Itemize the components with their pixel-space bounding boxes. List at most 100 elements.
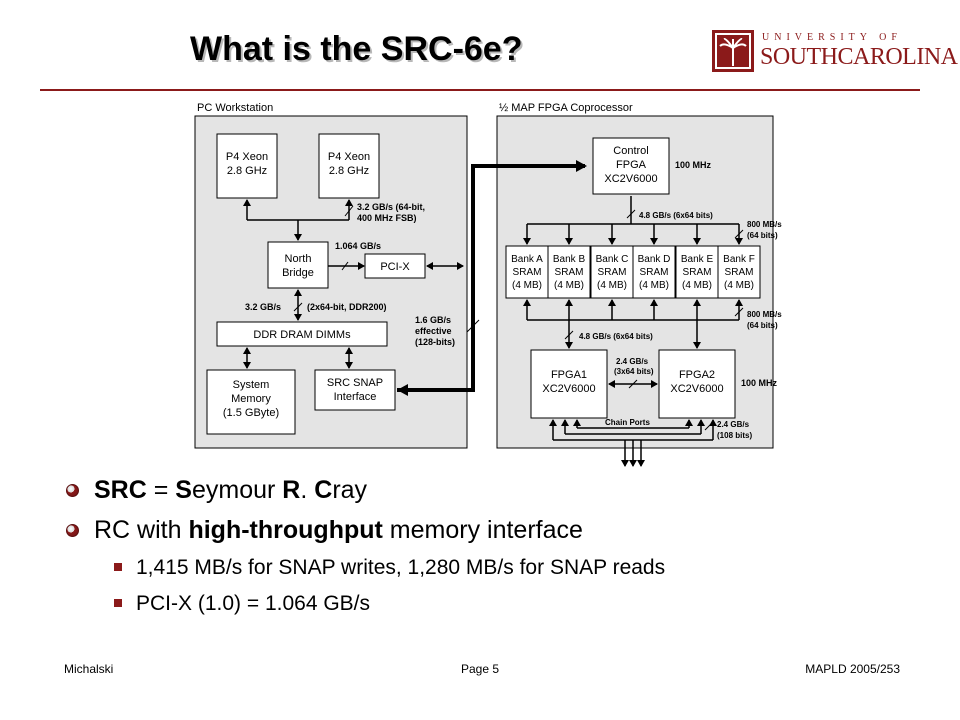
svg-text:Bank B: Bank B bbox=[553, 254, 586, 265]
bullet-rc-memory-text: RC with high-throughput memory interface bbox=[94, 516, 583, 544]
sub-bullet-pcix-text: PCI-X (1.0) = 1.064 GB/s bbox=[136, 592, 371, 615]
north-bridge-box bbox=[267, 241, 329, 289]
svg-text:Bank A: Bank A bbox=[511, 254, 543, 265]
system-memory-box bbox=[206, 369, 296, 435]
slide-title: What is the SRC-6e? bbox=[190, 30, 523, 68]
bank-f: Bank F SRAM (4 MB) bbox=[717, 245, 761, 299]
pcix-rate-label: 1.064 GB/s bbox=[335, 241, 381, 251]
svg-text:SRAM: SRAM bbox=[640, 267, 669, 278]
svg-text:(4 MB): (4 MB) bbox=[639, 280, 669, 291]
bank-rate-top-line2: (64 bits) bbox=[747, 231, 778, 240]
control-fpga-box bbox=[592, 137, 670, 195]
svg-text:(4 MB): (4 MB) bbox=[512, 280, 542, 291]
svg-text:(4 MB): (4 MB) bbox=[724, 280, 754, 291]
cpu1-line1: P4 Xeon bbox=[226, 151, 268, 163]
svg-text:SRAM: SRAM bbox=[513, 267, 542, 278]
chain-rate-line1: 2.4 GB/s bbox=[717, 420, 750, 429]
university-logo: UNIVERSITY OF SOUTHCAROLINA bbox=[712, 30, 958, 72]
system-memory-line3: (1.5 GByte) bbox=[223, 407, 279, 419]
chain-rate-line2: (108 bits) bbox=[717, 431, 752, 440]
cpu1-box bbox=[216, 133, 278, 199]
system-memory-line1: System bbox=[233, 379, 270, 391]
cpu2-line2: 2.8 GHz bbox=[329, 165, 369, 177]
cpu2-box bbox=[318, 133, 380, 199]
bullet-src-cray: SRC = Seymour R. Cray bbox=[62, 470, 922, 510]
footer-reference: MAPLD 2005/253 bbox=[805, 662, 900, 676]
bank-rate-bottom-line2: (64 bits) bbox=[747, 321, 778, 330]
top-bus-label: 4.8 GB/s (6x64 bits) bbox=[639, 211, 713, 220]
fpga2-line1: FPGA2 bbox=[679, 369, 715, 381]
pcix-box bbox=[364, 253, 426, 279]
chain-ports-label: Chain Ports bbox=[605, 418, 650, 427]
map-coprocessor-label: ½ MAP FPGA Coprocessor bbox=[499, 102, 633, 114]
svg-text:Bank F: Bank F bbox=[723, 254, 755, 265]
bullet-dot-icon bbox=[66, 484, 79, 497]
fpga-link-line1: 2.4 GB/s bbox=[616, 357, 649, 366]
bullet-rc-memory: RC with high-throughput memory interface bbox=[62, 510, 922, 550]
snap-rate-line1: 1.6 GB/s bbox=[415, 315, 451, 325]
svg-text:SRAM: SRAM bbox=[555, 267, 584, 278]
snap-interface-box bbox=[314, 369, 396, 411]
title-rule bbox=[40, 89, 920, 91]
bottom-bus-taps bbox=[523, 299, 743, 320]
svg-text:(4 MB): (4 MB) bbox=[597, 280, 627, 291]
svg-text:SRAM: SRAM bbox=[725, 267, 754, 278]
bank-b: Bank B SRAM (4 MB) bbox=[547, 245, 591, 299]
ddr-dimms-box bbox=[216, 321, 388, 347]
fpga1-line1: FPGA1 bbox=[551, 369, 587, 381]
bank-a: Bank A SRAM (4 MB) bbox=[505, 245, 549, 299]
footer-author: Michalski bbox=[64, 662, 114, 676]
footer-page: Page 5 bbox=[460, 662, 500, 676]
control-fpga-line1: Control bbox=[613, 145, 648, 157]
svg-text:SRAM: SRAM bbox=[598, 267, 627, 278]
system-memory-line2: Memory bbox=[231, 393, 271, 405]
square-bullet-icon bbox=[114, 599, 122, 607]
sub-bullet-snap-rates-text: 1,415 MB/s for SNAP writes, 1,280 MB/s f… bbox=[136, 556, 666, 579]
sub-bullet-pcix: PCI-X (1.0) = 1.064 GB/s bbox=[62, 586, 922, 622]
bottom-bus-label: 4.8 GB/s (6x64 bits) bbox=[579, 332, 653, 341]
svg-text:(4 MB): (4 MB) bbox=[682, 280, 712, 291]
fpga2-box bbox=[658, 349, 736, 419]
bullet-src-cray-text: SRC = Seymour R. Cray bbox=[94, 476, 368, 504]
palmetto-icon bbox=[712, 30, 754, 72]
ddr-rate-label: 3.2 GB/s bbox=[245, 302, 281, 312]
control-fpga-line3: XC2V6000 bbox=[604, 173, 657, 185]
bullet-dot-icon bbox=[66, 524, 79, 537]
cpu1-line2: 2.8 GHz bbox=[227, 165, 267, 177]
bank-rate-top-line1: 800 MB/s bbox=[747, 220, 782, 229]
snap-rate-line2: effective bbox=[415, 326, 452, 336]
chain-port-lines bbox=[549, 419, 717, 467]
control-clock-label: 100 MHz bbox=[675, 160, 712, 170]
fpga-clock-label: 100 MHz bbox=[741, 378, 778, 388]
svg-text:Bank D: Bank D bbox=[638, 254, 671, 265]
bank-e: Bank E SRAM (4 MB) bbox=[675, 245, 719, 299]
bank-c: Bank C SRAM (4 MB) bbox=[590, 245, 634, 299]
control-fpga-line2: FPGA bbox=[616, 159, 647, 171]
pcix-label: PCI-X bbox=[380, 261, 410, 273]
fsb-label-line2: 400 MHz FSB) bbox=[357, 213, 417, 223]
svg-text:SRAM: SRAM bbox=[683, 267, 712, 278]
fpga2-line2: XC2V6000 bbox=[670, 383, 723, 395]
north-bridge-line1: North bbox=[285, 253, 312, 265]
snap-rate-line3: (128-bits) bbox=[415, 337, 455, 347]
fpga-link-line2: (3x64 bits) bbox=[614, 367, 654, 376]
svg-text:Bank C: Bank C bbox=[596, 254, 629, 265]
fsb-label-line1: 3.2 GB/s (64-bit, bbox=[357, 202, 425, 212]
cpu2-line1: P4 Xeon bbox=[328, 151, 370, 163]
src6e-block-diagram: PC Workstation ½ MAP FPGA Coprocessor P4… bbox=[194, 102, 782, 467]
pc-workstation-label: PC Workstation bbox=[197, 102, 273, 114]
ddr-dimms-label: DDR DRAM DIMMs bbox=[253, 329, 351, 341]
bank-rate-bottom-line1: 800 MB/s bbox=[747, 310, 782, 319]
logo-text-main: SOUTHCAROLINA bbox=[760, 44, 958, 70]
bank-d: Bank D SRAM (4 MB) bbox=[632, 245, 676, 299]
svg-text:(4 MB): (4 MB) bbox=[554, 280, 584, 291]
square-bullet-icon bbox=[114, 563, 122, 571]
logo-text-top: UNIVERSITY OF bbox=[762, 32, 902, 43]
snap-interface-line1: SRC SNAP bbox=[327, 377, 383, 389]
svg-text:Bank E: Bank E bbox=[681, 254, 714, 265]
sub-bullet-snap-rates: 1,415 MB/s for SNAP writes, 1,280 MB/s f… bbox=[62, 550, 922, 586]
snap-interface-line2: Interface bbox=[334, 391, 377, 403]
ddr-note-label: (2x64-bit, DDR200) bbox=[307, 302, 387, 312]
bullet-list: SRC = Seymour R. Cray RC with high-throu… bbox=[62, 470, 922, 622]
fpga1-line2: XC2V6000 bbox=[542, 383, 595, 395]
